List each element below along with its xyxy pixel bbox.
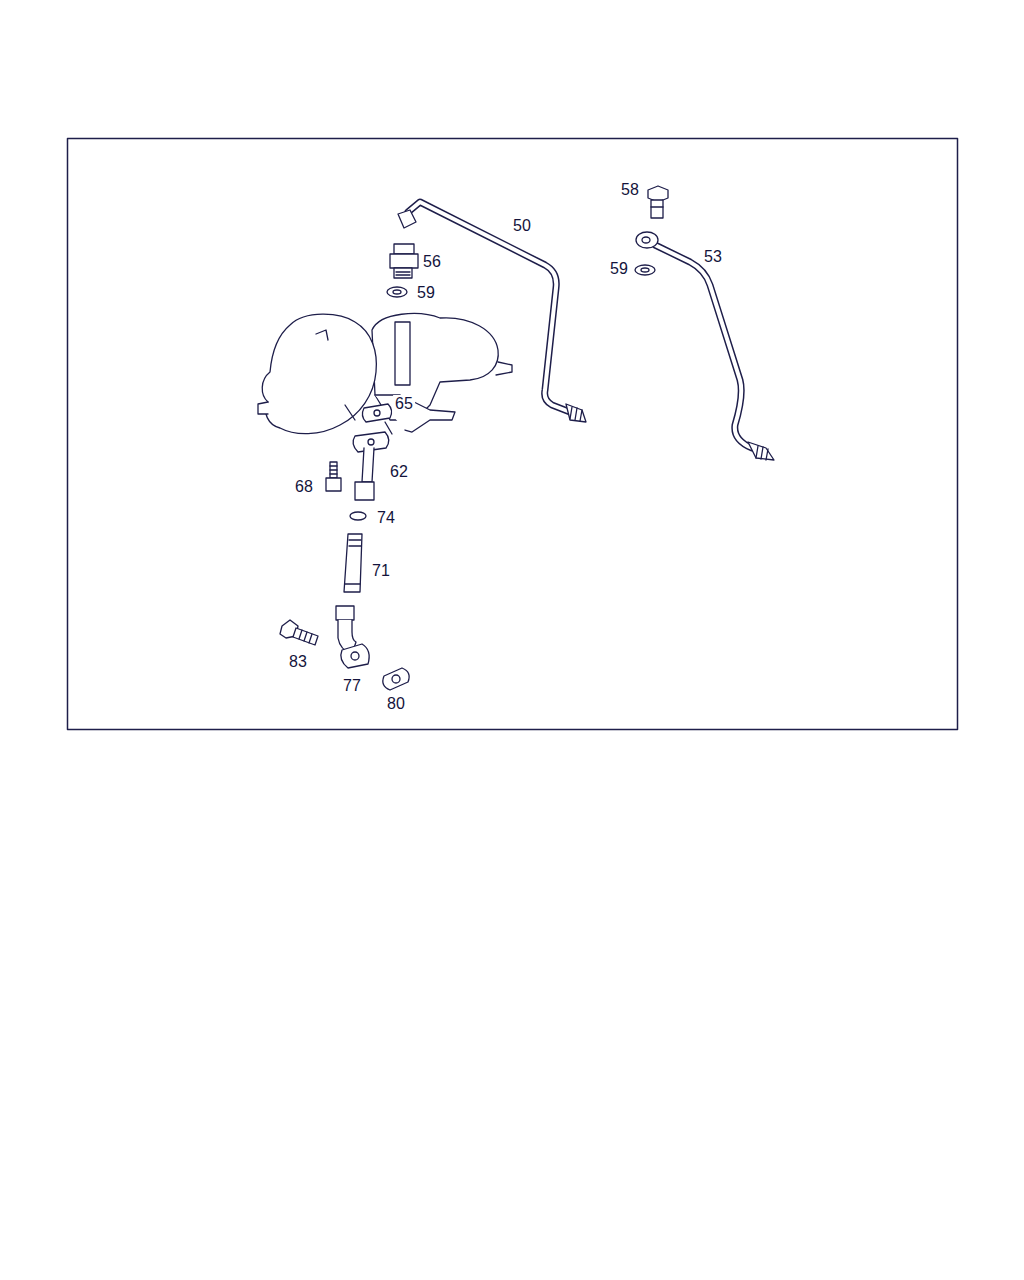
hex-bolt [280,620,318,645]
callout-number: 62 [388,463,410,481]
oil-drain-flange-pipe [353,432,389,500]
gasket [362,404,391,422]
elbow-pipe [336,606,369,668]
sealing-washer-hole [641,268,649,272]
callout-number: 56 [421,253,443,271]
banjo-bolt [648,186,668,218]
union-fitting [390,244,418,278]
turbocharger [258,314,512,434]
drain-hose [344,534,362,592]
frame [68,139,958,730]
gasket [383,668,409,690]
callout-number: 58 [619,181,641,199]
callout-number: 71 [370,562,392,580]
callout-number: 74 [375,509,397,527]
callout-number: 65 [393,395,415,413]
callout-number: 83 [287,653,309,671]
hollow-screw [326,462,341,491]
sealing-washer-hole [393,290,401,294]
sealing-washer [387,287,407,297]
callout-number: 68 [293,478,315,496]
callout-number: 80 [385,695,407,713]
oil-return-pipe [636,232,774,460]
callout-number: 77 [341,677,363,695]
callout-number: 50 [511,217,533,235]
gasket-hole [374,410,380,416]
callout-number: 59 [608,260,630,278]
sealing-washer [635,265,655,275]
callout-number: 53 [702,248,724,266]
oil-feed-pipe [398,202,586,422]
seal-ring [350,512,366,520]
callout-number: 59 [415,284,437,302]
gasket-hole [392,675,400,683]
